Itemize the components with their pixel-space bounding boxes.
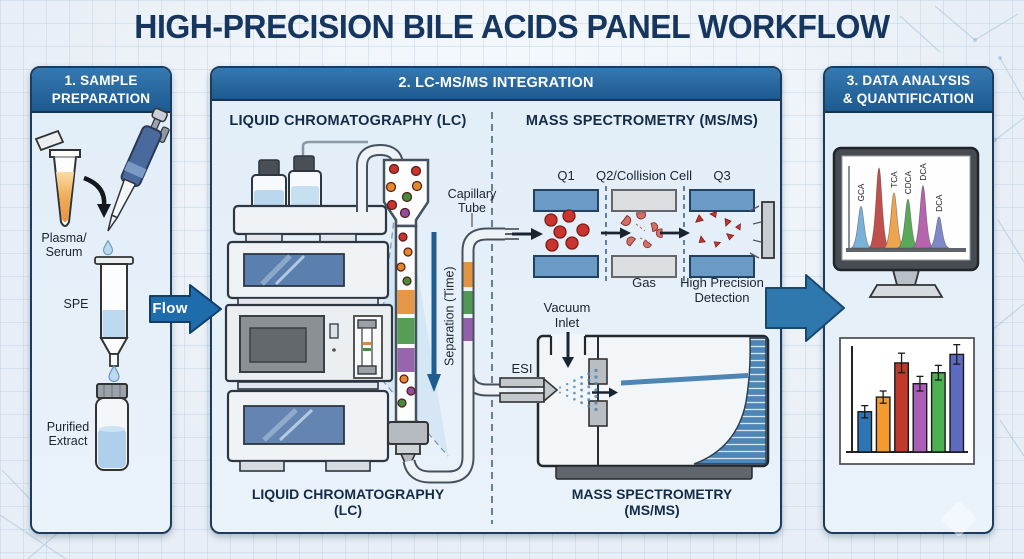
- peak-label: CDCA: [904, 170, 913, 194]
- page-title: HIGH-PRECISION BILE ACIDS PANEL WORKFLOW: [134, 8, 890, 45]
- detector-plate: [749, 201, 775, 259]
- plasma-serum-label: Plasma/ Serum: [41, 231, 87, 260]
- peak-label: GCA: [857, 183, 866, 201]
- sample-droplet: [102, 240, 114, 256]
- separation-column: [382, 158, 430, 464]
- spe-column: [94, 256, 134, 367]
- skimmer-cone-bottom: [588, 400, 608, 427]
- bar-series: [857, 343, 965, 453]
- quantification-bar-chart: [839, 337, 975, 465]
- high-precision-detection-label: High Precision Detection: [680, 275, 764, 305]
- quadrupole-schematic: [533, 186, 775, 284]
- monitor: GCA TCA CDCA DCA DCA: [832, 146, 980, 298]
- peak-label: DCA: [935, 194, 944, 212]
- lc-section-title: LIQUID CHROMATOGRAPHY (LC): [229, 113, 467, 129]
- vacuum-inlet-arrow: [562, 332, 574, 368]
- skimmer-cone-top: [588, 358, 608, 385]
- panel2-header: 2. LC-MS/MS INTEGRATION: [212, 68, 780, 101]
- esi-spray: [558, 368, 598, 412]
- q3-rod-top: [689, 189, 755, 212]
- bar: [894, 362, 909, 453]
- mass-spectrometer-body: [499, 332, 770, 480]
- monitor-base: [868, 284, 944, 298]
- ms-caption: MASS SPECTROMETRY (MS/MS): [571, 486, 733, 519]
- q2-rod-bottom: [611, 255, 677, 278]
- esi-nozzle: [499, 377, 559, 403]
- flow-arrow: [149, 284, 222, 334]
- chromatogram-peak: [897, 198, 919, 249]
- chromatogram: GCA TCA CDCA DCA DCA: [850, 163, 950, 249]
- q3-rod-bottom: [689, 255, 755, 278]
- q3-label: Q3: [713, 168, 731, 183]
- chromatogram-peak: [850, 206, 872, 249]
- capillary-tube-label: Capillary Tube: [447, 187, 497, 216]
- vacuum-pump-region: [693, 337, 767, 465]
- esi-label: ESI: [511, 361, 533, 376]
- bar: [949, 353, 965, 453]
- bar: [912, 382, 928, 453]
- chromatogram-peak: [928, 216, 950, 249]
- hplc-instrument: [224, 140, 394, 472]
- watermark-diamond: [941, 501, 977, 537]
- gas-label: Gas: [632, 275, 656, 290]
- q1-label: Q1: [557, 168, 575, 183]
- transfer-arrow: [83, 175, 111, 218]
- peak-label: DCA: [919, 163, 928, 181]
- eluate-droplet: [108, 365, 120, 383]
- capillary-tube: [402, 213, 506, 484]
- q1-rod-bottom: [533, 255, 599, 278]
- flow-arrow-label: Flow: [152, 300, 188, 317]
- fragment-ions-q2: [620, 208, 667, 249]
- q1-rod-top: [533, 189, 599, 212]
- peak-label: TCA: [890, 171, 899, 188]
- purified-extract-vial: [95, 383, 129, 471]
- separation-time-label: Separation (Time): [442, 266, 457, 367]
- ion-beam: [621, 373, 748, 386]
- to-analysis-arrow: [765, 274, 845, 342]
- microcentrifuge-tube: [34, 129, 81, 227]
- vacuum-inlet-label: Vacuum Inlet: [543, 300, 591, 330]
- purified-extract-label: Purified Extract: [46, 420, 90, 449]
- separation-time-arrow: [427, 232, 441, 392]
- capillary-to-q1-feed: [505, 228, 543, 240]
- chromatogram-peak: [883, 192, 905, 249]
- panel3-header: 3. DATA ANALYSIS & QUANTIFICATION: [825, 68, 992, 114]
- monitor-neck: [891, 269, 921, 286]
- q2-collision-cell-label: Q2/Collision Cell: [595, 168, 693, 183]
- chromatogram-peak: [868, 167, 890, 249]
- spe-label: SPE: [63, 297, 89, 311]
- fragment-ions-q3: [695, 209, 743, 249]
- bar: [930, 372, 946, 453]
- precursor-ions: [544, 209, 590, 252]
- q2-rod-top: [611, 189, 677, 212]
- pipette: [107, 107, 170, 232]
- lc-caption: LIQUID CHROMATOGRAPHY (LC): [251, 486, 445, 519]
- chromatogram-peak: [912, 185, 934, 249]
- ms-section-title: MASS SPECTROMETRY (MS/MS): [525, 113, 759, 129]
- bar: [875, 396, 891, 453]
- panel1-header: 1. SAMPLE PREPARATION: [32, 68, 170, 114]
- analyte-dots: [385, 163, 423, 408]
- stage-arrows: [601, 227, 690, 239]
